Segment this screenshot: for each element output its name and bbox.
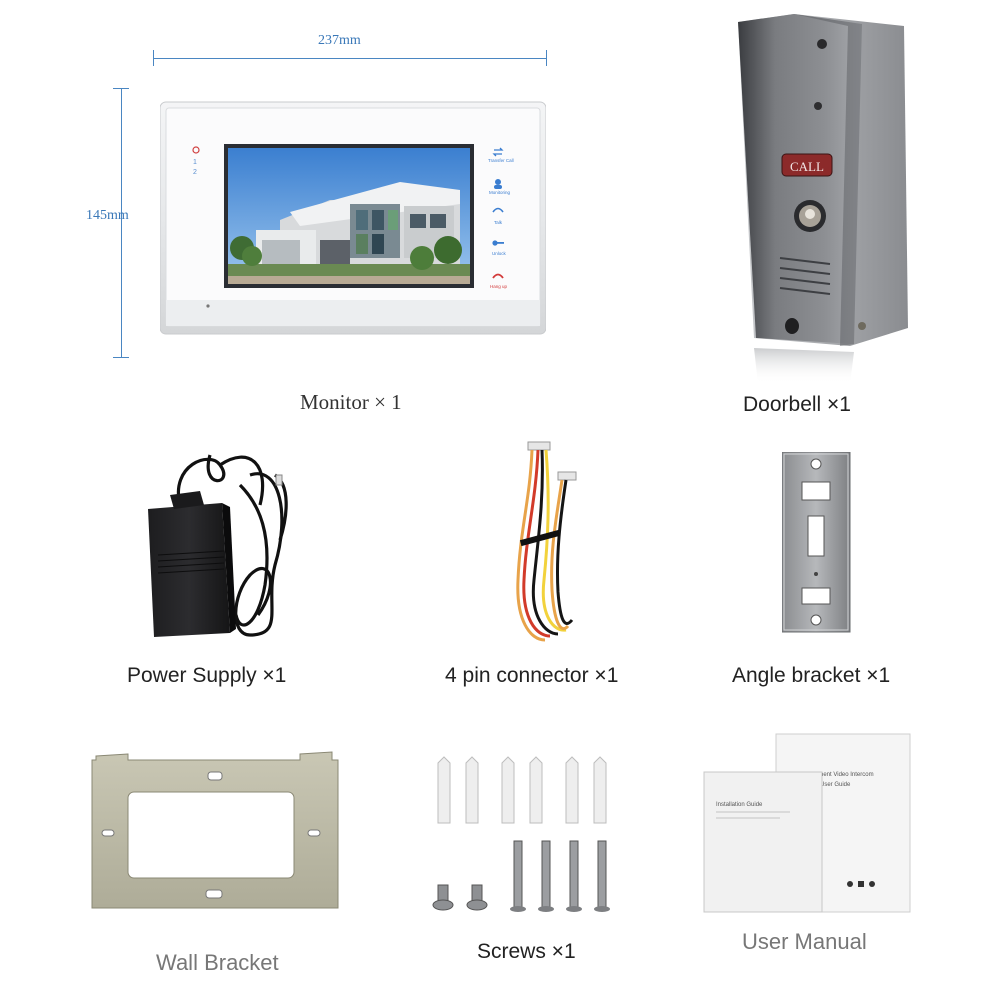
monitor-caption: Monitor × 1 bbox=[300, 390, 402, 414]
call-button-label: CALL bbox=[790, 159, 824, 174]
screws-caption: Screws ×1 bbox=[477, 940, 576, 963]
monitoring-label: Monitoring bbox=[489, 190, 511, 195]
height-label: 145mm bbox=[86, 208, 129, 223]
transfer-call-label: Transfer Call bbox=[488, 158, 514, 163]
width-label: 237mm bbox=[318, 33, 361, 48]
manual-front-subtitle: User Guide bbox=[820, 782, 851, 788]
indicator-2: 2 bbox=[193, 169, 197, 176]
wall-bracket-caption: Wall Bracket bbox=[156, 950, 279, 975]
unlock-label: Unlock bbox=[492, 251, 507, 256]
manual-back-title: Installation Guide bbox=[716, 802, 763, 808]
indicator-1: 1 bbox=[193, 159, 197, 166]
angle-bracket-caption: Angle bracket ×1 bbox=[732, 664, 891, 687]
connector-image bbox=[490, 440, 590, 650]
monitor-image: 1 2 Transfer Call Monitoring Talk Unlock… bbox=[159, 100, 547, 340]
user-manual-image: Digital Apartment Video Intercom User Gu… bbox=[700, 732, 914, 918]
talk-label: Talk bbox=[494, 220, 503, 225]
angle-bracket-image bbox=[781, 451, 852, 634]
wall-bracket-image bbox=[88, 750, 342, 912]
hang-up-label: Hang up bbox=[490, 284, 508, 289]
power-supply-image bbox=[140, 445, 300, 645]
doorbell-image: CALL bbox=[730, 8, 910, 388]
power-supply-caption: Power Supply ×1 bbox=[127, 664, 287, 687]
user-manual-caption: User Manual bbox=[742, 929, 867, 954]
doorbell-caption: Doorbell ×1 bbox=[743, 393, 851, 416]
connector-caption: 4 pin connector ×1 bbox=[445, 664, 619, 687]
manual-front-title: Digital Apartment Video Intercom bbox=[786, 772, 874, 778]
screws-image bbox=[430, 755, 620, 920]
